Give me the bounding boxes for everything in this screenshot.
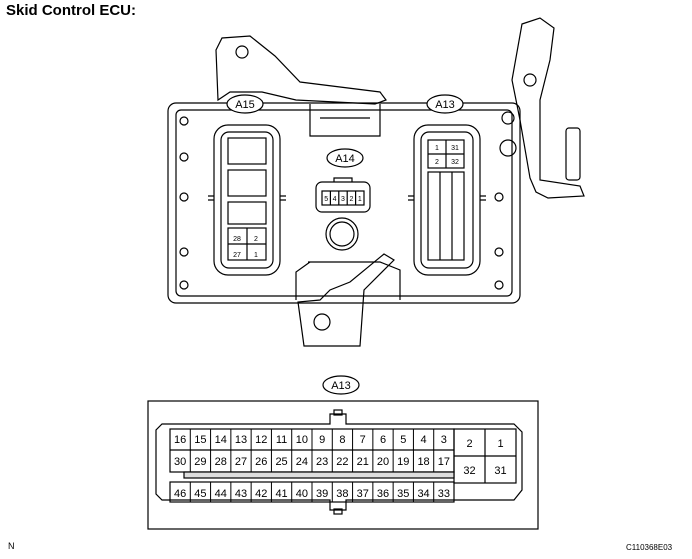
a13-detail-pin: 21	[357, 456, 369, 468]
a14-pin: 1	[358, 196, 362, 203]
right-bracket	[499, 17, 585, 199]
a13-detail-pin: 22	[336, 456, 348, 468]
a14-pin: 3	[341, 196, 345, 203]
a13-detail-pin: 8	[339, 434, 345, 446]
a13-detail-pin: 17	[438, 456, 450, 468]
a13-connector	[408, 124, 486, 276]
a13-detail-pin: 33	[438, 488, 450, 500]
a13-detail-pin: 44	[215, 488, 227, 500]
a15-label-oval	[226, 94, 264, 114]
a15-pin: 1	[254, 252, 258, 259]
a13-detail-pin: 26	[255, 456, 267, 468]
a13-detail-pin: 30	[174, 456, 186, 468]
mounting-hole	[179, 116, 189, 126]
figure-code: C110368E03	[626, 543, 673, 552]
a14-pin: 4	[333, 196, 337, 203]
corner-mark: N	[8, 541, 15, 551]
page-title: Skid Control ECU:	[6, 2, 136, 19]
a13-detail-pin: 28	[215, 456, 227, 468]
a13-detail-pin: 40	[296, 488, 308, 500]
a13-detail-pin: 13	[235, 434, 247, 446]
a13-detail-pin: 39	[316, 488, 328, 500]
a13-detail-pin: 4	[421, 434, 427, 446]
mounting-hole	[179, 280, 189, 290]
a13-detail-pin: 18	[417, 456, 429, 468]
mounting-hole	[494, 247, 504, 257]
a13-detail-pin: 29	[194, 456, 206, 468]
mounting-hole	[179, 192, 189, 202]
a13-detail-pin: 34	[417, 488, 429, 500]
a15-connector	[208, 124, 286, 276]
a13-detail-pin: 1	[497, 438, 503, 450]
a13-detail-pin: 32	[463, 465, 475, 477]
a13-label: A13	[435, 99, 455, 111]
center-hole	[329, 221, 355, 247]
a13-detail-pin: 35	[397, 488, 409, 500]
a13-pin: 2	[435, 159, 439, 166]
a13-detail-pin: 27	[235, 456, 247, 468]
a14-pin: 2	[349, 196, 353, 203]
a13-detail-pin: 14	[215, 434, 227, 446]
a13-detail-pin: 7	[360, 434, 366, 446]
a14-pin: 5	[324, 196, 328, 203]
a15-pin: 2	[254, 236, 258, 243]
a13-detail-pin: 9	[319, 434, 325, 446]
a13-detail-pin: 45	[194, 488, 206, 500]
a15-label: A15	[235, 99, 255, 111]
a13-pin: 32	[451, 159, 459, 166]
a13-detail-pin: 46	[174, 488, 186, 500]
a13-detail-pin: 41	[275, 488, 287, 500]
mounting-hole	[179, 152, 189, 162]
a15-pin: 27	[233, 252, 241, 259]
a14-label: A14	[335, 153, 355, 165]
a13-detail-pin: 24	[296, 456, 308, 468]
a13-detail-pin: 5	[400, 434, 406, 446]
mounting-hole	[494, 192, 504, 202]
a13-detail-pin: 43	[235, 488, 247, 500]
a13-detail-pin: 2	[466, 438, 472, 450]
a13-detail-pin: 19	[397, 456, 409, 468]
a13-detail-pin: 6	[380, 434, 386, 446]
a13-detail-pin: 3	[441, 434, 447, 446]
a13-detail-label: A13	[331, 380, 351, 392]
a14-label-oval	[326, 148, 364, 168]
a13-detail-pin: 20	[377, 456, 389, 468]
a13-detail-pin: 16	[174, 434, 186, 446]
mounting-hole	[179, 247, 189, 257]
a13-detail-pin: 10	[296, 434, 308, 446]
mounting-hole	[494, 280, 504, 290]
a13-detail-pin: 31	[494, 465, 506, 477]
a13-detail-pin: 11	[276, 434, 287, 446]
a13-detail-pin: 25	[275, 456, 287, 468]
a13-detail-pin: 15	[194, 434, 206, 446]
a13-detail-pin: 23	[316, 456, 328, 468]
a13-detail-label-oval	[322, 375, 360, 395]
lower-bracket	[297, 253, 395, 347]
a13-detail-pin: 36	[377, 488, 389, 500]
a13-detail-pin: 37	[357, 488, 369, 500]
a13-pin: 1	[435, 145, 439, 152]
a13-detail-pin: 12	[255, 434, 267, 446]
a13-detail-pin: 42	[255, 488, 267, 500]
top-bracket	[215, 35, 387, 137]
a14-connector	[315, 177, 371, 213]
a13-detail-pin: 38	[336, 488, 348, 500]
a13-retainer-bar	[183, 471, 455, 479]
a15-pin: 28	[233, 236, 241, 243]
a13-pin: 31	[451, 145, 459, 152]
a13-label-oval	[426, 94, 464, 114]
